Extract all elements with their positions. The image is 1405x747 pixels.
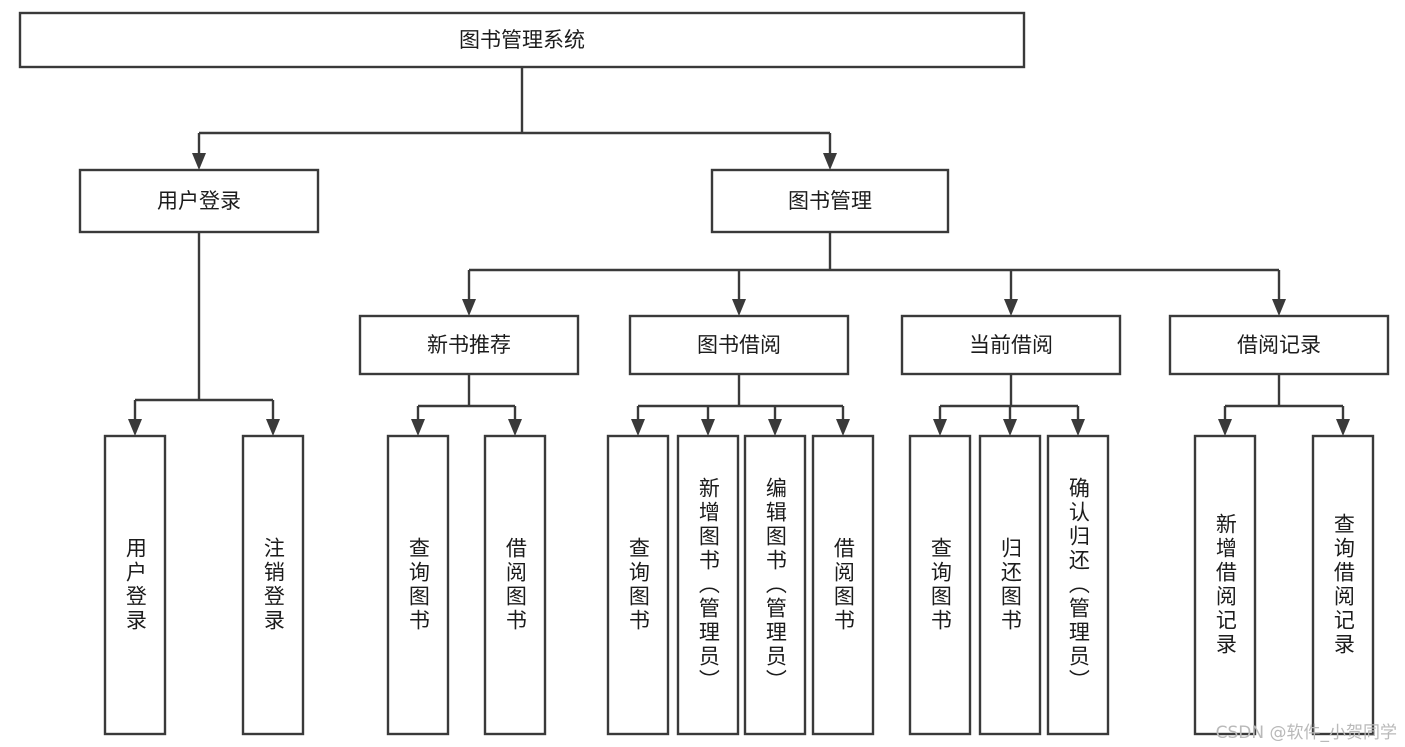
node-box-outline[interactable] [811,434,875,736]
node-box-outline[interactable] [103,434,167,736]
node-leaf-borrow-book[interactable] [811,434,875,736]
node-leaf-user-logout[interactable] [241,434,305,736]
node-leaf-borrow-book-new[interactable] [483,434,547,736]
arrow-head-icon [631,419,645,436]
arrow-head-icon [508,419,522,436]
node-box-outline[interactable] [18,11,1026,69]
node-borrow[interactable]: 图书借阅 [628,314,850,376]
watermark-text: CSDN @软件_小贺同学 [1215,723,1397,743]
node-box-outline[interactable] [628,314,850,376]
node-leaf-add-book[interactable] [676,434,740,736]
arrow-head-icon [1218,419,1232,436]
arrow-head-icon [128,419,142,436]
node-leaf-add-record[interactable] [1193,434,1257,736]
connector-group-root_to_level2 [192,67,837,170]
arrow-head-icon [266,419,280,436]
node-label: 当前借阅 [969,333,1053,357]
node-box-outline[interactable] [386,434,450,736]
arrow-head-icon [1071,419,1085,436]
node-box-outline[interactable] [978,434,1042,736]
node-label: 新书推荐 [427,333,511,357]
arrow-head-icon [1004,299,1018,316]
arrow-head-icon [933,419,947,436]
node-box-outline[interactable] [483,434,547,736]
arrow-head-icon [462,299,476,316]
arrow-head-icon [701,419,715,436]
node-root[interactable]: 图书管理系统 [18,11,1026,69]
node-box-outline[interactable] [1046,434,1110,736]
node-leaf-query-book-borrow[interactable] [606,434,670,736]
arrow-head-icon [411,419,425,436]
arrow-head-icon [192,153,206,170]
arrow-head-icon [823,153,837,170]
node-label: 图书管理 [788,189,872,213]
connector-group-records_to_leaves [1218,374,1350,436]
node-box-outline[interactable] [606,434,670,736]
arrow-head-icon [1003,419,1017,436]
node-leaf-query-book-new[interactable] [386,434,450,736]
arrow-head-icon [768,419,782,436]
connector-group-level2_login_to_leaves [128,232,280,436]
node-box-outline[interactable] [78,168,320,234]
node-newbook[interactable]: 新书推荐 [358,314,580,376]
node-leaf-query-book-current[interactable] [908,434,972,736]
node-records[interactable]: 借阅记录 [1168,314,1390,376]
node-box-outline[interactable] [358,314,580,376]
node-box-outline[interactable] [676,434,740,736]
node-leaf-query-record[interactable] [1311,434,1375,736]
node-box-outline[interactable] [743,434,807,736]
node-leaf-user-login[interactable] [103,434,167,736]
arrow-head-icon [836,419,850,436]
node-label: 图书管理系统 [459,28,585,52]
node-label: 用户登录 [157,189,241,213]
node-box-outline[interactable] [1168,314,1390,376]
node-box-outline[interactable] [241,434,305,736]
node-bookmgmt[interactable]: 图书管理 [710,168,950,234]
node-login[interactable]: 用户登录 [78,168,320,234]
node-box-outline[interactable] [1311,434,1375,736]
node-leaf-edit-book[interactable] [743,434,807,736]
node-leaf-return-book[interactable] [978,434,1042,736]
connector-group-level2_bookmgmt_to_level3 [462,232,1286,316]
node-leaf-confirm-return[interactable] [1046,434,1110,736]
node-label: 图书借阅 [697,333,781,357]
node-current[interactable]: 当前借阅 [900,314,1122,376]
node-box-outline[interactable] [908,434,972,736]
node-box-outline[interactable] [900,314,1122,376]
connector-group-current_to_leaves [933,374,1085,436]
connector-group-borrow_to_leaves [631,374,850,436]
connector-group-newbook_to_leaves [411,374,522,436]
node-label: 借阅记录 [1237,333,1321,357]
node-box-outline[interactable] [1193,434,1257,736]
arrow-head-icon [1272,299,1286,316]
arrow-head-icon [1336,419,1350,436]
node-box-outline[interactable] [710,168,950,234]
arrow-head-icon [732,299,746,316]
